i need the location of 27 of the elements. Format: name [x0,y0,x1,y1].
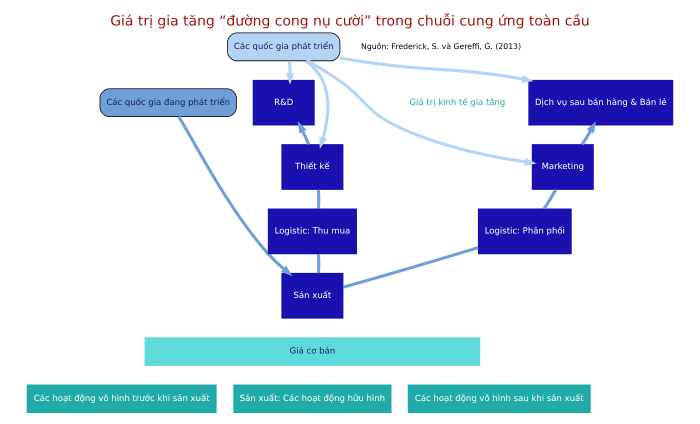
node-box: Các quốc gia phát triển [227,32,340,62]
node-box: Logistic: Thu mua [268,208,357,254]
arrow [306,60,537,166]
connector [316,190,320,209]
arrow [340,56,534,83]
connector [316,254,320,274]
node-box: Sản xuất [281,272,344,319]
arrow [305,60,330,149]
arrow [298,121,310,145]
node-box: Logistic: Phân phối [478,208,572,254]
connector [342,246,479,289]
diagram-title: Giá trị gia tăng “đường cong nụ cười” trong chuỗi cung ứng toàn cầu [110,13,590,30]
label: Các hoạt động vô hình trước khi sản xuất [34,394,210,404]
node-box: Dịch vụ sau bán hàng & Bán lẻ [528,80,674,126]
node-box: Các quốc gia đang phát triển [100,88,237,118]
node-box: Giá cơ bản [144,337,480,366]
arrow [178,116,293,276]
arrow [580,121,596,146]
node-box: Thiết kế [281,144,344,190]
node-box: Marketing [532,144,594,190]
arrow [286,60,294,85]
node-box: R&D [252,80,315,126]
label: Sản xuất: Các hoạt động hữu hình [240,394,386,404]
label: Các hoạt động vô hình sau khi sản xuất [414,394,584,404]
label: Giá trị kinh tế gia tăng [409,98,506,108]
label: Nguồn: Frederick, S. và Gereffi, G. (2013) [361,42,522,51]
connector [542,189,558,210]
